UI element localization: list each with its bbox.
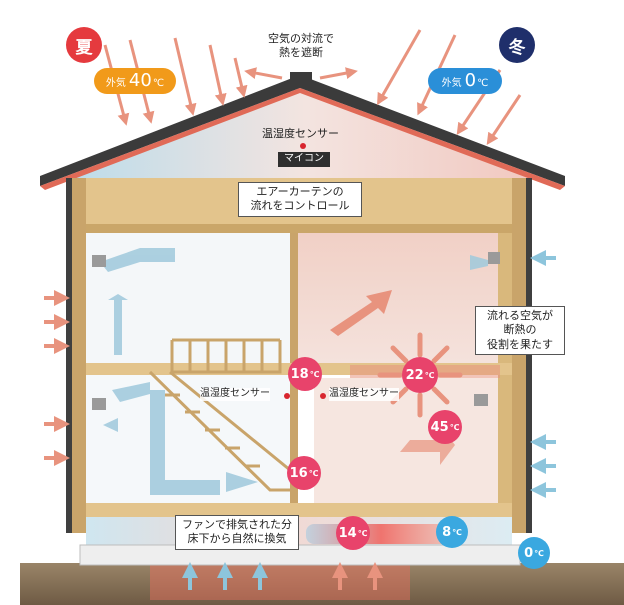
temp-unit: ℃	[357, 528, 368, 538]
insulation-line3: 役割を果たす	[487, 337, 553, 351]
right-outside-arrows	[530, 250, 556, 498]
left-outside-arrows	[44, 290, 70, 466]
upper-right-room	[298, 233, 498, 363]
insulation-line1: 流れる空気が	[487, 309, 553, 322]
fan-lower-right	[474, 394, 488, 406]
temp-outside-ground: 0℃	[518, 537, 550, 569]
roof-label-line1: 空気の対流で	[268, 32, 334, 45]
temp-underfloor-right: 8℃	[436, 516, 468, 548]
temp-value: 45	[430, 419, 449, 435]
temp-unit: ℃	[534, 548, 544, 558]
underfloor-heat	[306, 524, 456, 544]
temp-unit: ℃	[449, 422, 460, 432]
temp-unit: ℃	[452, 527, 462, 537]
foundation	[79, 544, 521, 566]
temp-value: 22	[405, 367, 424, 383]
attic-space	[70, 85, 540, 180]
insulation-label: 流れる空気が 断熱の 役割を果たす	[475, 306, 565, 355]
floor-label-line1: ファンで排気された分	[182, 518, 292, 531]
roof-vent-arrows	[244, 67, 358, 80]
summer-outside-unit: ℃	[152, 78, 165, 89]
underfloor-ventilation-label: ファンで排気された分 床下から自然に換気	[175, 515, 299, 550]
winter-outside-value: 0	[464, 70, 477, 91]
summer-outside-temp: 外気 40 ℃	[94, 68, 176, 94]
summer-outside-value: 40	[128, 70, 152, 91]
cool-air-flows	[100, 248, 488, 495]
sensor-right-dot	[320, 393, 326, 399]
sensor-right-label: 温湿度センサー	[329, 388, 399, 401]
temp-value: 0	[524, 545, 534, 561]
ridge-vent	[290, 72, 312, 84]
roof-convection-label: 空気の対流で 熱を遮断	[257, 30, 345, 63]
temp-value: 14	[338, 525, 357, 541]
winter-badge: 冬	[499, 27, 535, 63]
sensor-left-label: 温湿度センサー	[200, 388, 270, 401]
temp-unit: ℃	[308, 468, 319, 478]
air-curtain-line1: エアーカーテンの	[256, 185, 344, 198]
air-curtain-label: エアーカーテンの 流れをコントロール	[238, 182, 362, 217]
controller-label: マイコン	[278, 152, 330, 167]
summer-badge: 夏	[66, 27, 102, 63]
temp-underfloor-center: 14℃	[336, 516, 370, 550]
temp-value: 18	[290, 366, 309, 382]
ground	[20, 563, 624, 605]
winter-outside-temp: 外気 0 ℃	[428, 68, 502, 94]
fan-lower-left	[92, 398, 106, 410]
floor-label-line2: 床下から自然に換気	[187, 532, 287, 546]
ground-floor	[86, 503, 512, 517]
underfloor-intake-arrows	[182, 562, 383, 590]
fan-upper-right	[488, 252, 500, 264]
staircase	[148, 338, 291, 492]
temp-value: 8	[442, 524, 452, 540]
temp-upper-right-room: 22℃	[402, 357, 438, 393]
temp-value: 16	[289, 465, 308, 481]
attic-sensor-label: 温湿度センサー	[262, 127, 339, 140]
left-wall	[72, 178, 86, 533]
attic-sensor-dot	[300, 143, 306, 149]
sensor-left-dot	[284, 393, 290, 399]
radiant-rays	[377, 332, 463, 418]
left-siding	[66, 178, 72, 533]
winter-outside-prefix: 外気	[441, 78, 462, 89]
air-curtain-line2: 流れをコントロール	[250, 199, 350, 213]
roof-label-line2: 熱を遮断	[279, 46, 323, 60]
temp-lower-left-room: 16℃	[287, 456, 321, 490]
fan-upper-left	[92, 255, 106, 267]
winter-outside-unit: ℃	[477, 78, 489, 89]
right-inner-wall	[498, 233, 512, 533]
ceiling-joist	[86, 224, 512, 233]
temp-lower-right-room: 45℃	[428, 410, 462, 444]
insulation-line2: 断熱の	[503, 323, 537, 337]
temp-unit: ℃	[424, 370, 435, 380]
right-wall	[512, 178, 526, 533]
temp-upper-left-room: 18℃	[288, 357, 322, 391]
right-siding	[526, 178, 532, 533]
summer-outside-prefix: 外気	[105, 78, 126, 89]
temp-unit: ℃	[309, 369, 320, 379]
